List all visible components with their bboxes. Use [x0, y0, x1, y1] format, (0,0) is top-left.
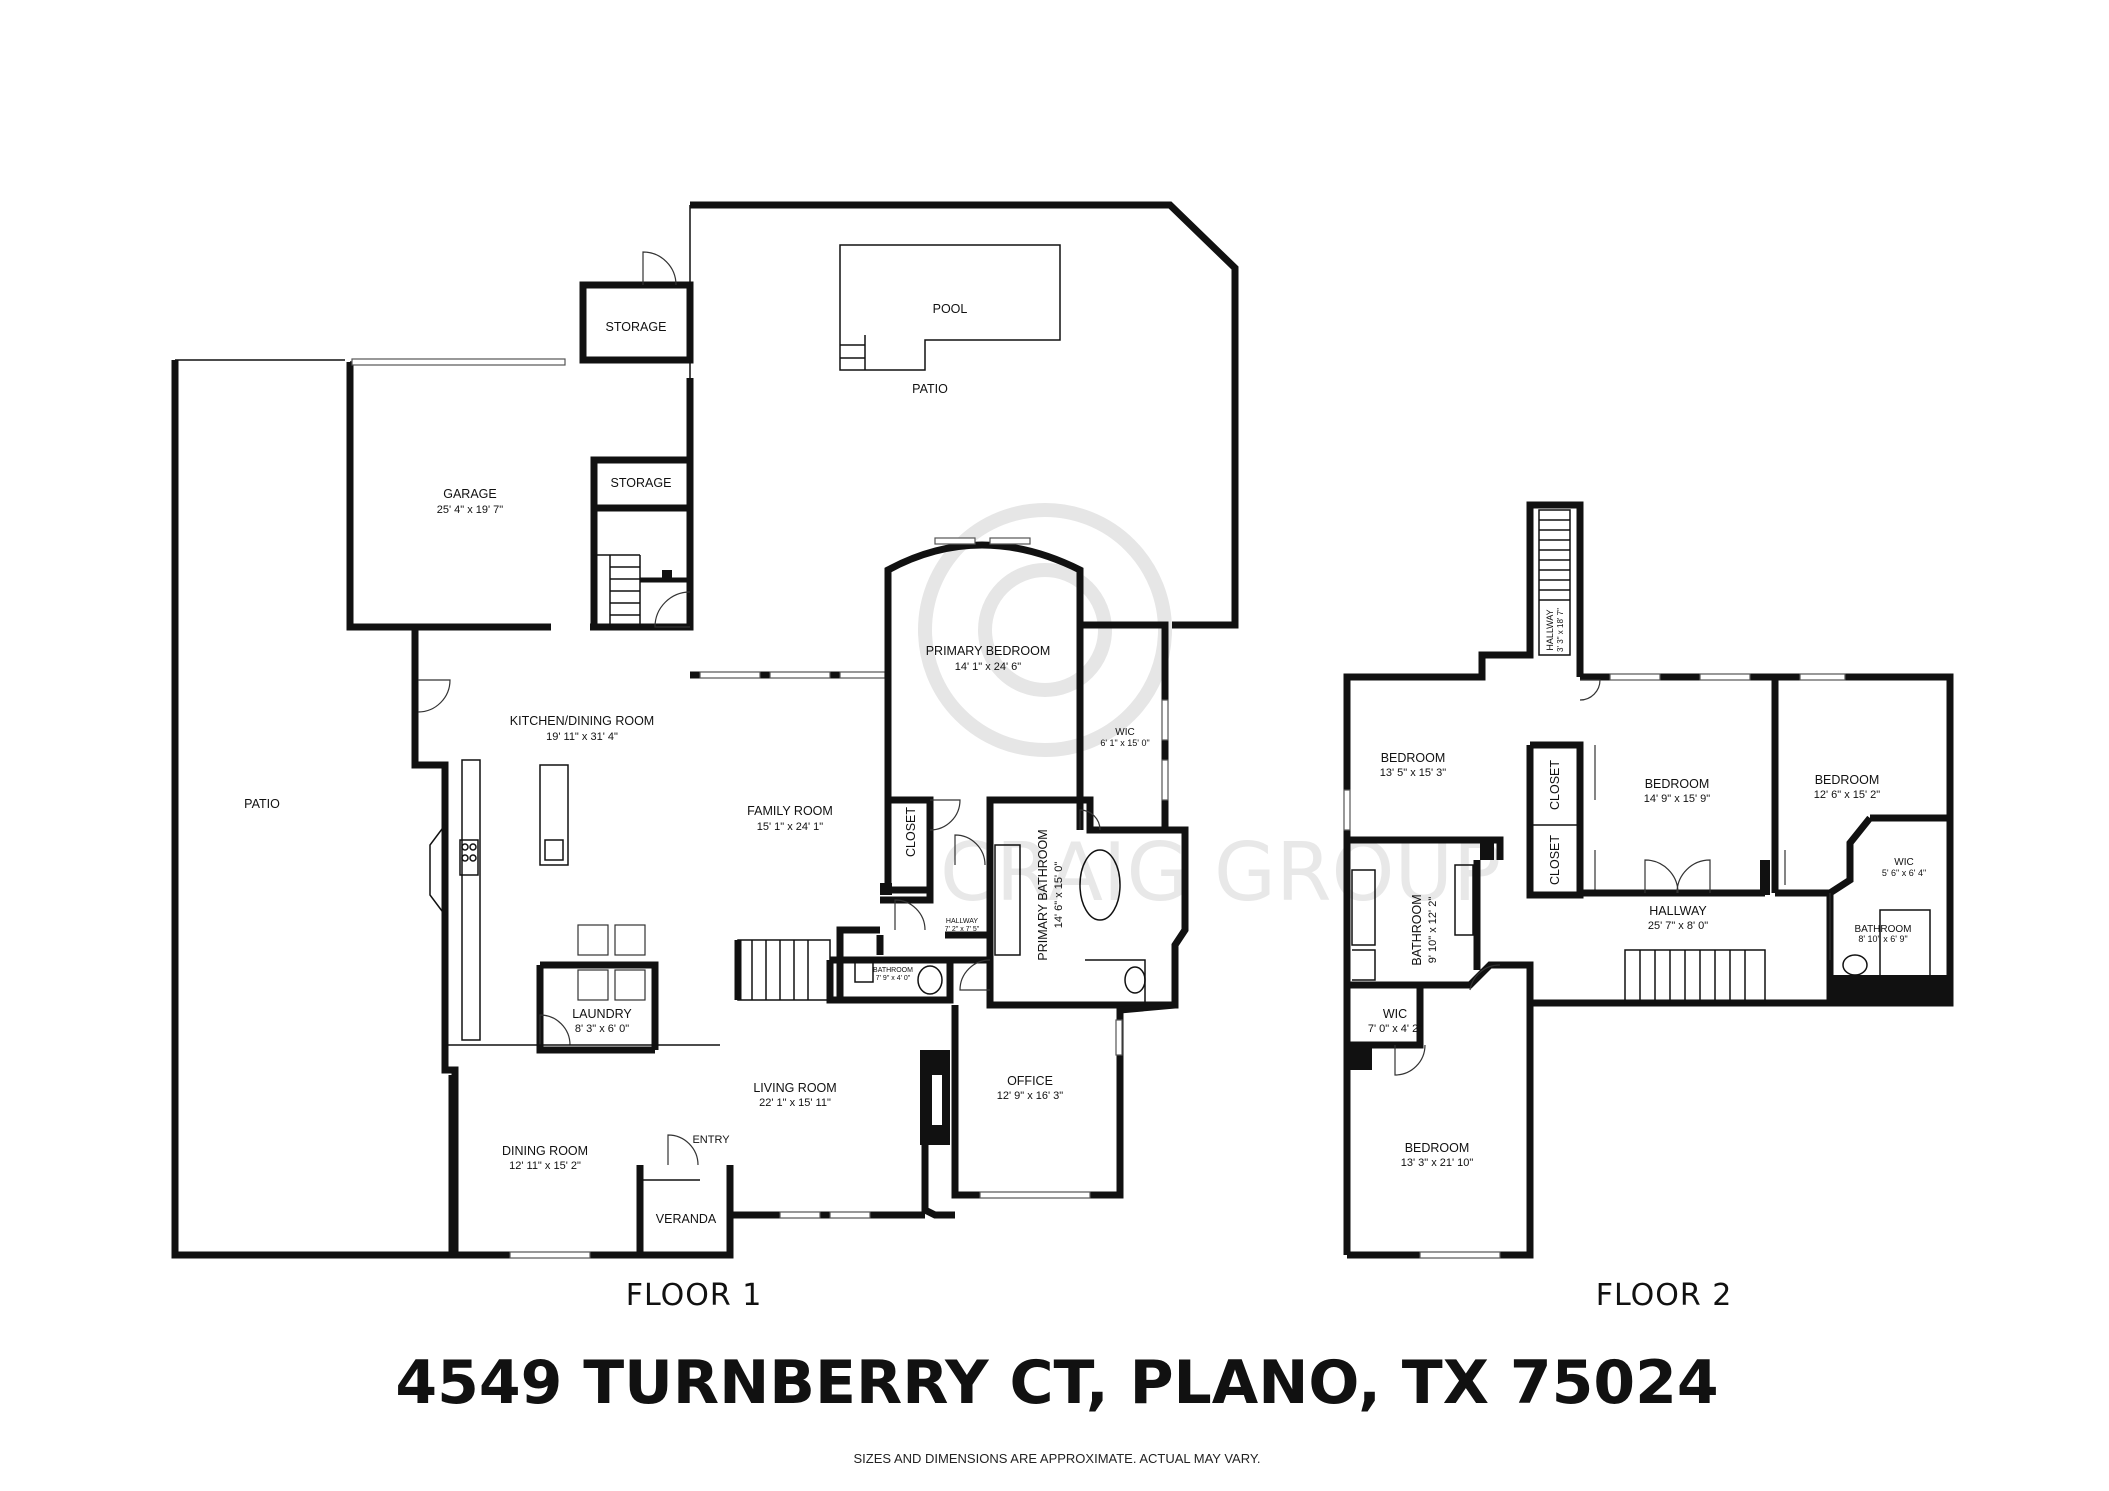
- room-kitchen-dims: 19' 11" x 31' 4": [546, 731, 618, 743]
- room-bedroom-d-dims: 13' 3" x 21' 10": [1401, 1157, 1474, 1169]
- room-bathroom-a-dims: 9' 10" x 12' 2": [1427, 897, 1439, 964]
- room-bathroom-label: BATHROOM: [873, 967, 913, 974]
- room-patio-top-label: PATIO: [912, 382, 948, 396]
- room-bathroom-b-dims: 8' 10" x 6' 9": [1858, 934, 1907, 944]
- room-laundry-dims: 8' 3" x 6' 0": [575, 1023, 629, 1035]
- room-storage-mid-label: STORAGE: [611, 476, 672, 490]
- room-bedroom-a-dims: 13' 5" x 15' 3": [1380, 767, 1447, 779]
- watermark-logo: CRAIG GROUP: [918, 503, 1501, 919]
- room-primary-bedroom-label: PRIMARY BEDROOM: [926, 644, 1051, 658]
- room-closet-label: CLOSET: [904, 807, 918, 857]
- room-bathroom-dims: 7' 9" x 4' 0": [876, 975, 911, 982]
- room-storage-top-label: STORAGE: [606, 320, 667, 334]
- room-hallway-stair-dims: 3' 3" x 18' 7": [1556, 608, 1565, 652]
- room-hallway-main-dims: 25' 7" x 8' 0": [1648, 920, 1708, 932]
- room-living-room-label: LIVING ROOM: [753, 1081, 836, 1095]
- room-dining-room-label: DINING ROOM: [502, 1144, 588, 1158]
- room-primary-bathroom-dims: 14' 6" x 15' 0": [1053, 862, 1065, 929]
- room-entry-label: ENTRY: [692, 1134, 730, 1146]
- room-bedroom-c-dims: 12' 6" x 15' 2": [1814, 789, 1881, 801]
- room-garage-label: GARAGE: [443, 487, 497, 501]
- room-wic-b-label: WIC: [1383, 1007, 1407, 1021]
- room-hallway-stair-label: HALLWAY: [1545, 609, 1555, 650]
- room-hallway-dims: 7' 2" x 7' 5": [945, 926, 980, 933]
- room-closet-b-label: CLOSET: [1548, 835, 1562, 885]
- room-wic-b-dims: 7' 0" x 4' 2": [1368, 1023, 1422, 1035]
- room-bedroom-b-label: BEDROOM: [1645, 777, 1710, 791]
- room-primary-bedroom-dims: 14' 1" x 24' 6": [955, 661, 1022, 673]
- room-garage-dims: 25' 4" x 19' 7": [437, 504, 504, 516]
- room-bedroom-c-label: BEDROOM: [1815, 773, 1880, 787]
- room-bathroom-a-label: BATHROOM: [1410, 894, 1424, 965]
- room-bedroom-a-label: BEDROOM: [1381, 751, 1446, 765]
- disclaimer-text: SIZES AND DIMENSIONS ARE APPROXIMATE. AC…: [854, 1451, 1261, 1466]
- room-patio-left-label: PATIO: [244, 797, 280, 811]
- room-wic-a-label: WIC: [1894, 857, 1913, 868]
- floor-1-plan: [171, 201, 1239, 1259]
- room-bedroom-b-dims: 14' 9" x 15' 9": [1644, 793, 1711, 805]
- room-wic-label: WIC: [1115, 727, 1134, 738]
- floor-2-labels: HALLWAY 3' 3" x 18' 7" BEDROOM 13' 5" x …: [1368, 608, 1926, 1313]
- room-office-dims: 12' 9" x 16' 3": [997, 1090, 1064, 1102]
- room-bathroom-b-label: BATHROOM: [1854, 924, 1911, 935]
- room-pool-label: POOL: [933, 302, 968, 316]
- room-hallway-main-label: HALLWAY: [1649, 904, 1707, 918]
- room-dining-room-dims: 12' 11" x 15' 2": [509, 1160, 581, 1172]
- floor-1-labels: STORAGE POOL PATIO GARAGE 25' 4" x 19' 7…: [244, 302, 1150, 1313]
- room-laundry-label: LAUNDRY: [572, 1007, 632, 1021]
- room-living-room-dims: 22' 1" x 15' 11": [759, 1097, 831, 1109]
- room-family-room-label: FAMILY ROOM: [747, 804, 833, 818]
- room-closet-a-label: CLOSET: [1548, 760, 1562, 810]
- floor-1-title: FLOOR 1: [626, 1278, 763, 1313]
- floor-2-plan: [1343, 501, 1954, 1259]
- room-office-label: OFFICE: [1007, 1074, 1053, 1088]
- room-veranda-label: VERANDA: [656, 1212, 717, 1226]
- room-bedroom-d-label: BEDROOM: [1405, 1141, 1470, 1155]
- room-wic-a-dims: 5' 6" x 6' 4": [1882, 868, 1926, 878]
- room-kitchen-label: KITCHEN/DINING ROOM: [510, 714, 654, 728]
- room-primary-bathroom-label: PRIMARY BATHROOM: [1036, 829, 1050, 960]
- room-hallway-label: HALLWAY: [946, 918, 978, 925]
- room-family-room-dims: 15' 1" x 24' 1": [757, 821, 824, 833]
- room-wic-dims: 6' 1" x 15' 0": [1100, 738, 1149, 748]
- property-address: 4549 TURNBERRY CT, PLANO, TX 75024: [395, 1348, 1718, 1418]
- floor-2-title: FLOOR 2: [1596, 1278, 1733, 1313]
